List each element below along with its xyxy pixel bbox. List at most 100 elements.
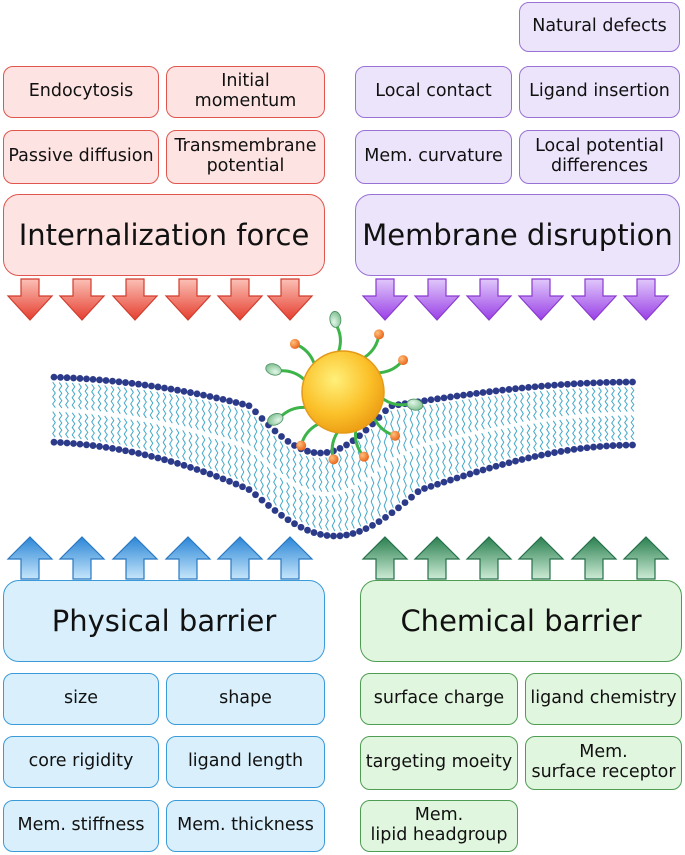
lipid-tail bbox=[500, 394, 505, 426]
lipid-head bbox=[349, 530, 357, 537]
lipid-head bbox=[154, 383, 162, 391]
lipid-tail bbox=[422, 405, 427, 443]
lipid-tail bbox=[312, 457, 316, 491]
lipid-head bbox=[271, 507, 279, 514]
ligand-chain bbox=[334, 322, 342, 353]
lipid-tail bbox=[260, 461, 264, 496]
lipid-tail bbox=[513, 426, 518, 457]
lipid-tail bbox=[156, 391, 160, 421]
lipid-head bbox=[193, 466, 201, 473]
lipid-head bbox=[479, 389, 487, 396]
lipid-tail bbox=[279, 477, 284, 511]
lipid-tail bbox=[513, 393, 518, 424]
lipid-tail bbox=[104, 385, 108, 413]
lipid-head bbox=[551, 381, 558, 389]
lipid-tail bbox=[429, 404, 433, 442]
chemical-arrow bbox=[622, 536, 670, 580]
lipid-tail bbox=[520, 392, 524, 423]
lipid-tail bbox=[182, 396, 186, 427]
lipid-tail bbox=[84, 413, 89, 441]
lipid-head bbox=[148, 382, 155, 390]
lipid-head bbox=[239, 483, 246, 491]
lipid-head bbox=[323, 532, 331, 539]
lipid-head bbox=[453, 392, 461, 400]
lipid-head bbox=[434, 395, 441, 403]
lipid-tail bbox=[455, 438, 459, 474]
lipid-head bbox=[421, 485, 428, 492]
lipid-tail bbox=[611, 415, 615, 441]
lipid-head bbox=[616, 378, 623, 386]
lipid-head bbox=[141, 451, 149, 459]
internalization-arrow bbox=[216, 278, 264, 321]
factor-ligand-length: ligand length bbox=[166, 736, 325, 788]
factor-transmembrane-potential: Transmembrane potential bbox=[166, 130, 325, 184]
lipid-head bbox=[193, 390, 201, 398]
lipid-tail bbox=[409, 451, 414, 493]
lipid-head bbox=[343, 441, 350, 449]
lipid-head bbox=[414, 488, 422, 496]
lipid-tail bbox=[357, 485, 362, 527]
lipid-tail bbox=[253, 454, 258, 490]
lipid-tail bbox=[305, 455, 310, 489]
lipid-tail bbox=[78, 412, 82, 440]
factor-shape: shape bbox=[166, 673, 325, 725]
lipid-head bbox=[343, 531, 350, 539]
lipid-head bbox=[427, 396, 435, 404]
lipid-head bbox=[284, 437, 292, 445]
lipid-tail bbox=[344, 491, 349, 531]
lipid-head bbox=[96, 443, 103, 450]
lipid-tail bbox=[52, 381, 56, 408]
lipid-head bbox=[122, 447, 129, 455]
lipid-tail bbox=[97, 414, 102, 442]
factor-mem-thickness: Mem. thickness bbox=[166, 800, 325, 852]
lipid-head bbox=[596, 443, 604, 450]
lipid-tail bbox=[195, 433, 199, 465]
lipid-head bbox=[245, 486, 253, 493]
lipid-tail bbox=[65, 412, 69, 439]
lipid-head bbox=[518, 384, 526, 392]
lipid-head bbox=[167, 458, 175, 465]
lipid-head bbox=[63, 374, 71, 382]
lipid-head bbox=[135, 380, 142, 388]
lipid-tail bbox=[533, 423, 537, 452]
lipid-tail bbox=[533, 391, 537, 420]
lipid-head bbox=[219, 395, 227, 403]
lipid-tail bbox=[539, 422, 544, 451]
lipid-tail bbox=[143, 421, 147, 451]
lipid-tail bbox=[552, 389, 557, 418]
lipid-head bbox=[310, 449, 318, 456]
lipid-head bbox=[291, 442, 298, 449]
lipid-tail bbox=[611, 386, 615, 413]
lipid-tail bbox=[559, 389, 563, 417]
membrane-disruption-title: Membrane disruption bbox=[355, 194, 680, 276]
lipid-head bbox=[278, 511, 285, 519]
chemical-barrier-title: Chemical barrier bbox=[360, 580, 682, 662]
lipid-tail bbox=[435, 403, 440, 440]
factor-targeting-moeity: targeting moeity bbox=[360, 736, 518, 790]
lipid-head bbox=[544, 382, 552, 390]
factor-mem-lipid-headgroup: Mem. lipid headgroup bbox=[360, 800, 518, 852]
lipid-tail bbox=[487, 396, 492, 429]
chemical-arrow bbox=[413, 536, 461, 580]
lipid-tail bbox=[461, 399, 466, 434]
lipid-head bbox=[401, 499, 409, 506]
lipid-tail bbox=[474, 398, 479, 431]
lipid-head bbox=[252, 408, 259, 416]
lipid-head bbox=[323, 449, 331, 456]
lipid-head bbox=[590, 443, 597, 451]
lipid-tail bbox=[214, 438, 219, 472]
lipid-tail bbox=[58, 411, 63, 438]
lipid-tail bbox=[234, 445, 238, 480]
lipid-tail bbox=[91, 414, 95, 441]
lipid-head bbox=[577, 380, 584, 387]
lipid-head bbox=[538, 382, 545, 390]
lipid-tail bbox=[604, 415, 609, 442]
lipid-head bbox=[447, 476, 454, 484]
factor-ligand-chemistry: ligand chemistry bbox=[525, 673, 682, 725]
factor-initial-momentum: Initial momentum bbox=[166, 66, 325, 118]
factor-endocytosis: Endocytosis bbox=[3, 66, 159, 118]
lipid-head bbox=[538, 451, 545, 459]
factor-mem-curvature: Mem. curvature bbox=[355, 130, 512, 184]
nanoparticle-core bbox=[301, 350, 385, 434]
lipid-head bbox=[603, 442, 610, 450]
